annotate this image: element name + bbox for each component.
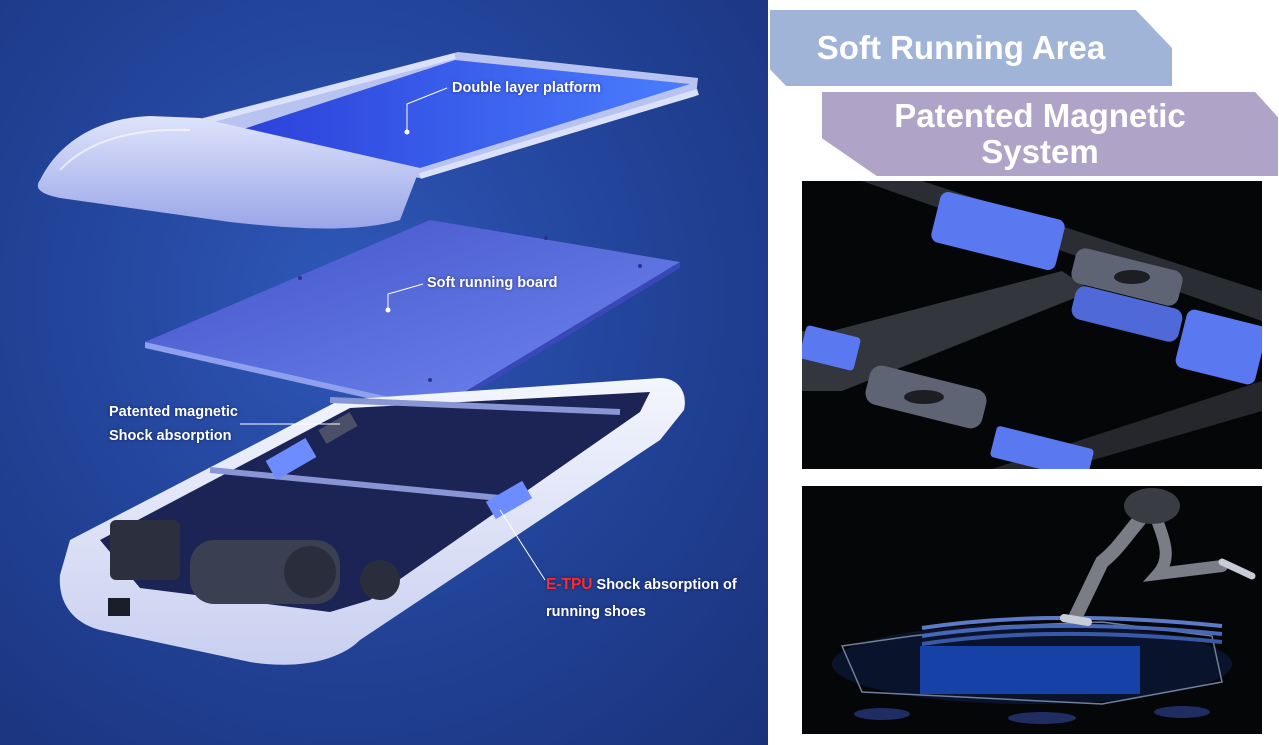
- etpu-label: E-TPU: [546, 576, 593, 593]
- banner-patented-line2: System: [981, 133, 1099, 170]
- callout-etpu: E-TPU Shock absorption of: [546, 573, 737, 597]
- callout-soft-running-board: Soft running board: [427, 275, 558, 291]
- magnetic-closeup-drawing: [802, 181, 1262, 469]
- callout-magnetic-line1: Patented magnetic: [109, 404, 238, 420]
- callout-etpu-line2: running shoes: [546, 604, 646, 620]
- banner-patented-text: Patented Magnetic System: [894, 98, 1186, 170]
- callout-magnetic-line2: Shock absorption: [109, 428, 232, 444]
- banner-soft-running-area-text: Soft Running Area: [816, 29, 1106, 66]
- runner-treadmill-drawing: [832, 488, 1256, 724]
- callout-double-layer-platform: Double layer platform: [452, 80, 602, 96]
- exploded-treadmill-illustration: [37, 52, 699, 665]
- runner-treadmill-image: [802, 486, 1262, 734]
- soft-running-board: [145, 220, 680, 414]
- base-frame: [59, 378, 685, 665]
- magnetic-system-closeup-image: [802, 181, 1262, 469]
- banner-patented-line1: Patented Magnetic: [894, 97, 1186, 134]
- etpu-description: Shock absorption of: [592, 577, 737, 593]
- banner-soft-running-area: Soft Running Area: [770, 10, 1172, 86]
- exploded-view-panel: Double layer platform Soft running board…: [0, 0, 768, 745]
- banner-patented-magnetic-system: Patented Magnetic System: [822, 92, 1278, 176]
- double-layer-platform: [37, 52, 699, 229]
- leader-lines: [240, 87, 546, 581]
